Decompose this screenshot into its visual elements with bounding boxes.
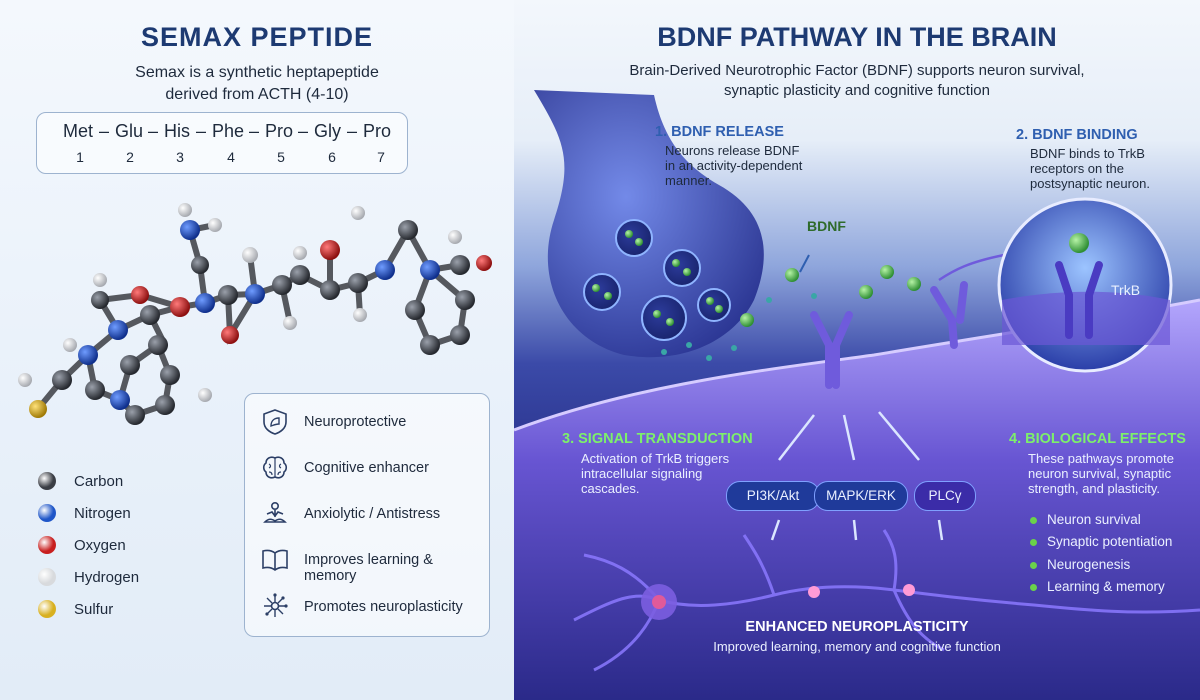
step-binding-title: 2. BDNF BINDING (1016, 127, 1138, 143)
sequence-separator: – (196, 121, 207, 141)
step-line: Neurons release BDNF (665, 143, 800, 158)
step-line: manner. (665, 173, 712, 188)
effect-item: Neuron survival (1030, 512, 1141, 527)
book-icon (262, 549, 288, 571)
bdnf-title: BDNF PATHWAY IN THE BRAIN (657, 22, 1057, 52)
step-effects-text: These pathways promote neuron survival, … (1028, 451, 1174, 496)
step-line: neuron survival, synaptic (1028, 466, 1172, 481)
bullet-dot (1030, 538, 1037, 546)
bdnf-panel: BDNF PATHWAY IN THE BRAIN Brain-Derived … (514, 0, 1200, 700)
amino-acid-3: His (164, 121, 190, 141)
property-label: Promotes neuroplasticity (304, 599, 463, 615)
bdnf-pathway-illustration (514, 90, 1200, 700)
semax-subtitle-line2: derived from ACTH (4-10) (165, 86, 349, 103)
meditation-icon (263, 501, 287, 523)
legend-label-carbon: Carbon (74, 473, 124, 490)
step-line: receptors on the (1030, 161, 1124, 176)
amino-acid-6: Gly (314, 121, 341, 141)
bullet-dot (1030, 561, 1037, 569)
legend-label-hydrogen: Hydrogen (74, 569, 140, 586)
pathway-mapk-erk: MAPK/ERK (814, 481, 908, 511)
residue-number-1: 1 (76, 149, 84, 165)
property-label: Cognitive enhancer (304, 460, 429, 476)
semax-panel: SEMAX PEPTIDE Semax is a synthetic hepta… (0, 0, 514, 700)
step-release-title: 1. BDNF RELEASE (655, 124, 784, 140)
shield-icon (263, 409, 287, 435)
effect-label: Neuron survival (1047, 512, 1141, 527)
amino-acid-2: Glu (115, 121, 144, 141)
semax-title: SEMAX PEPTIDE (140, 22, 374, 52)
step-line: cascades. (581, 481, 640, 496)
step-line: strength, and plasticity. (1028, 481, 1160, 496)
legend-label-oxygen: Oxygen (74, 537, 126, 554)
bullet-dot (1030, 583, 1037, 591)
bdnf-subtitle-line2: synaptic plasticity and cognitive functi… (724, 82, 990, 99)
step-binding-text: BDNF binds to TrkB receptors on the post… (1030, 146, 1150, 191)
legend-label-sulfur: Sulfur (74, 601, 114, 618)
trkb-label: TrkB (1111, 282, 1141, 298)
residue-number-7: 7 (377, 149, 385, 165)
legend-ball-sulfur (38, 600, 56, 618)
effect-item: Neurogenesis (1030, 557, 1130, 572)
residue-number-4: 4 (227, 149, 235, 165)
step-line: These pathways promote (1028, 451, 1174, 466)
effect-item: Learning & memory (1030, 579, 1165, 594)
brain-icon (262, 456, 288, 479)
amino-acid-5: Pro (265, 121, 294, 141)
network-icon (264, 593, 288, 617)
bdnf-subtitle-line1: Brain-Derived Neurotrophic Factor (BDNF)… (629, 62, 1085, 79)
sequence-separator: – (249, 121, 260, 141)
legend-ball-carbon (38, 472, 56, 490)
step-transduction-title: 3. SIGNAL TRANSDUCTION (562, 431, 753, 447)
sequence-separator: – (347, 121, 358, 141)
peptide-sequence-box: Met – Glu – His – Phe – Pro – Gly – Pro … (36, 112, 408, 174)
step-transduction-text: Activation of TrkB triggers intracellula… (581, 451, 729, 496)
legend-ball-nitrogen (38, 504, 56, 522)
legend-label-nitrogen: Nitrogen (74, 505, 131, 522)
amino-acid-7: Pro (363, 121, 392, 141)
bullet-dot (1030, 516, 1037, 524)
amino-acid-1: Met (63, 121, 94, 141)
bottom-title: ENHANCED NEUROPLASTICITY (745, 619, 969, 635)
pathway-pi3k-akt: PI3K/Akt (726, 481, 820, 511)
step-line: intracellular signaling (581, 466, 703, 481)
sequence-separator: – (148, 121, 159, 141)
semax-subtitle-line1: Semax is a synthetic heptapeptide (135, 64, 379, 81)
semax-molecule-illustration (18, 203, 492, 425)
pathway-plc-gamma: PLCγ (914, 481, 976, 511)
legend-ball-oxygen (38, 536, 56, 554)
residue-number-6: 6 (328, 149, 336, 165)
residue-number-5: 5 (277, 149, 285, 165)
step-release-text: Neurons release BDNF in an activity-depe… (665, 143, 802, 188)
sequence-separator: – (298, 121, 309, 141)
effect-label: Synaptic potentiation (1047, 534, 1173, 549)
residue-number-2: 2 (126, 149, 134, 165)
semax-properties-box: Neuroprotective Cognitive enhancer Anxio… (244, 393, 490, 637)
bdnf-label: BDNF (807, 218, 846, 234)
effect-item: Synaptic potentiation (1030, 534, 1172, 549)
effect-label: Neurogenesis (1047, 557, 1131, 572)
sequence-separator: – (99, 121, 110, 141)
property-label: Improves learning & memory (304, 552, 433, 584)
step-effects-title: 4. BIOLOGICAL EFFECTS (1009, 431, 1186, 447)
legend-ball-hydrogen (38, 568, 56, 586)
step-line: BDNF binds to TrkB (1030, 146, 1145, 161)
effect-label: Learning & memory (1047, 579, 1165, 594)
amino-acid-4: Phe (212, 121, 245, 141)
property-label: Neuroprotective (304, 414, 407, 430)
bottom-subtitle: Improved learning, memory and cognitive … (713, 639, 1001, 654)
residue-number-3: 3 (176, 149, 184, 165)
step-line: Activation of TrkB triggers (581, 451, 730, 466)
property-label: Anxiolytic / Antistress (304, 506, 441, 522)
step-line: in an activity-dependent (665, 158, 803, 173)
step-line: postsynaptic neuron. (1030, 176, 1150, 191)
